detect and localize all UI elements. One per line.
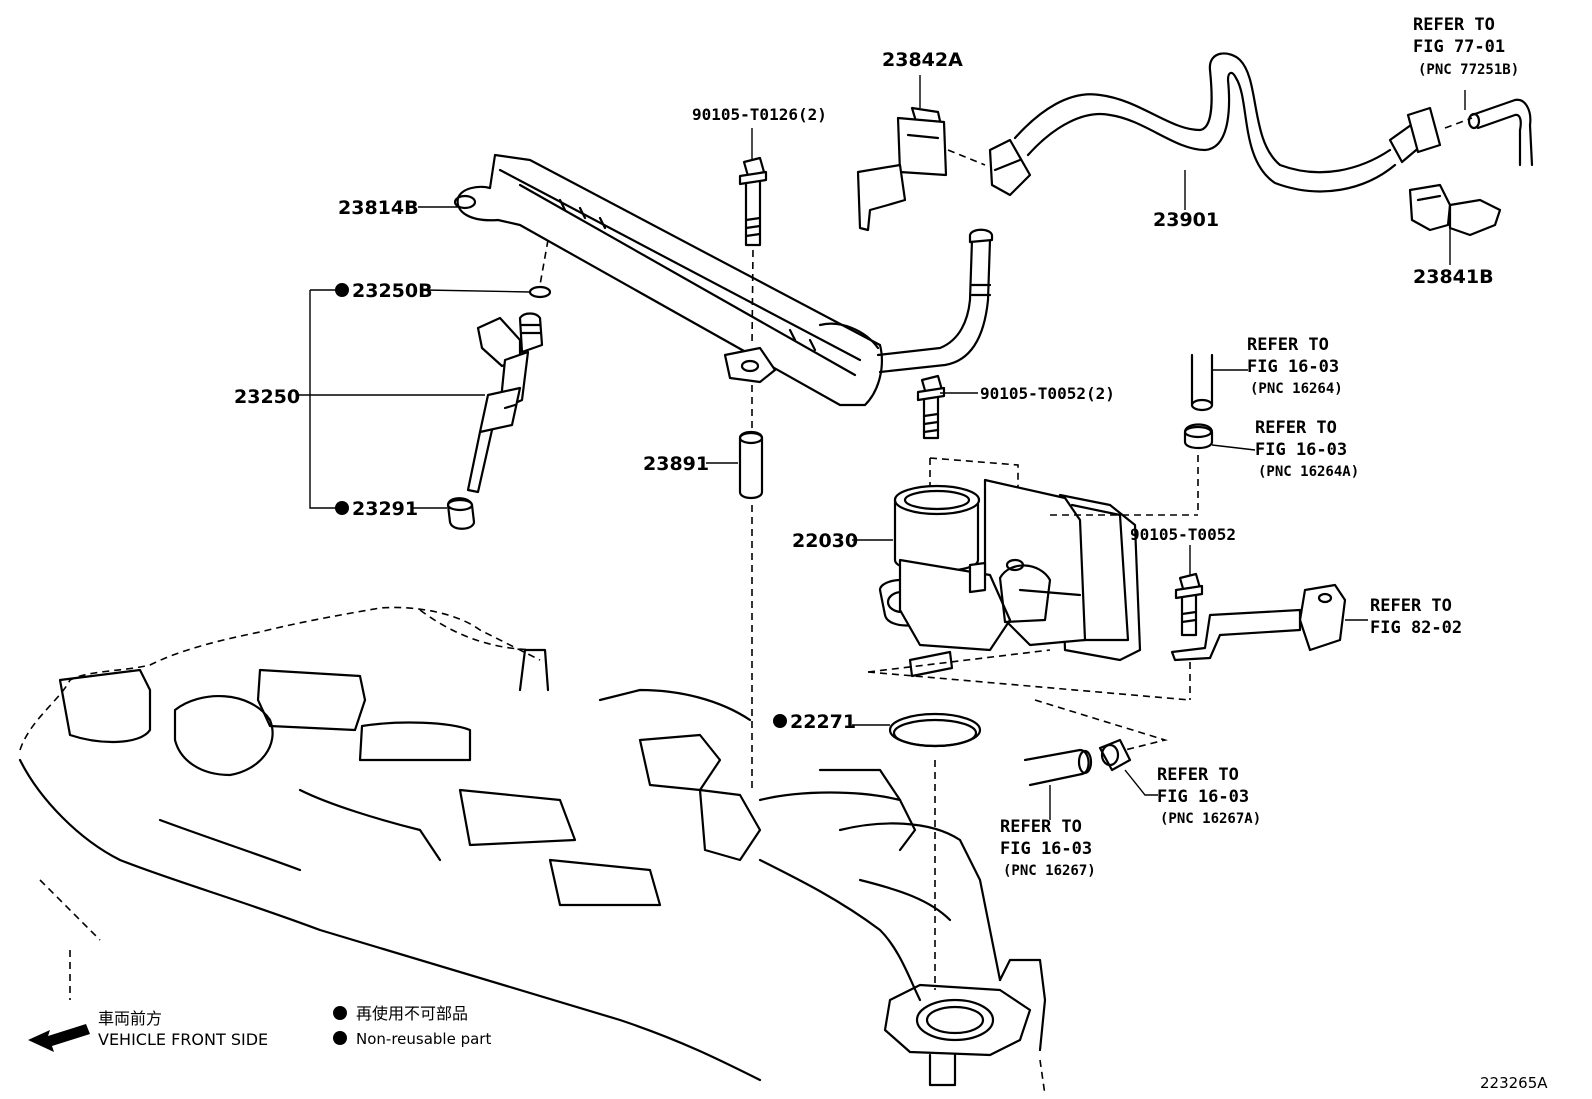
legend-direction-jp: 車両前方 xyxy=(98,1009,162,1028)
injector-seal xyxy=(446,497,476,530)
legend-direction-en: VEHICLE FRONT SIDE xyxy=(98,1030,268,1049)
fuel-hose xyxy=(988,52,1442,197)
fuel-injector xyxy=(466,312,544,494)
ref-line: FIG 16-03 xyxy=(1157,787,1249,807)
ref-line: (PNC 16264A) xyxy=(1258,464,1359,480)
pipe-77251B xyxy=(1467,98,1534,167)
hose-16267 xyxy=(1023,748,1093,787)
label-23250: 23250 xyxy=(234,386,300,408)
label-23891: 23891 xyxy=(643,453,709,475)
clip-16267A xyxy=(1098,738,1132,772)
label-23814B: 23814B xyxy=(338,197,419,219)
label-23841B: 23841B xyxy=(1413,266,1494,288)
bullet-icon xyxy=(335,501,349,515)
reference-16-03-16267A: REFER TO FIG 16-03 (PNC 16267A) xyxy=(1157,765,1261,827)
ref-line: FIG 82-02 xyxy=(1370,618,1462,638)
label-23291: 23291 xyxy=(352,498,418,520)
o-ring xyxy=(528,285,552,299)
label-90105-t0052: 90105-T0052 xyxy=(1130,525,1236,544)
ref-line: REFER TO xyxy=(1247,335,1329,355)
ref-line: (PNC 77251B) xyxy=(1418,62,1519,78)
reference-notes: REFER TO FIG 77-01 (PNC 77251B) REFER TO… xyxy=(1000,15,1519,879)
reference-16-03-16264A: REFER TO FIG 16-03 (PNC 16264A) xyxy=(1255,418,1359,480)
ref-line: REFER TO xyxy=(1000,817,1082,837)
label-23250B: 23250B xyxy=(352,280,433,302)
fuel-rail xyxy=(453,153,994,407)
reference-82-02: REFER TO FIG 82-02 xyxy=(1370,596,1462,638)
legend-nonreusable-jp: 再使用不可部品 xyxy=(356,1004,468,1023)
ref-line: (PNC 16267A) xyxy=(1160,811,1261,827)
throttle-bracket xyxy=(1170,572,1347,662)
ref-line: REFER TO xyxy=(1413,15,1495,35)
leader-lines xyxy=(298,75,1466,820)
figure-id: 223265A xyxy=(1480,1074,1548,1092)
ref-line: FIG 77-01 xyxy=(1413,37,1505,57)
connector-23842A xyxy=(856,106,948,232)
label-90105-t0052-2: 90105-T0052(2) xyxy=(980,384,1115,403)
bolt-t0052-pair xyxy=(916,374,946,440)
ref-line: FIG 16-03 xyxy=(1255,440,1347,460)
label-23901: 23901 xyxy=(1153,209,1219,231)
legend-nonreusable-en: Non-reusable part xyxy=(356,1030,491,1048)
label-22030: 22030 xyxy=(792,530,858,552)
ref-line: REFER TO xyxy=(1255,418,1337,438)
ref-line: (PNC 16267) xyxy=(1003,863,1096,879)
intake-manifold xyxy=(18,606,1047,1096)
bullet-icon xyxy=(335,283,349,297)
bullet-icon xyxy=(333,1006,347,1020)
ref-line: (PNC 16264) xyxy=(1250,381,1343,397)
ref-line: REFER TO xyxy=(1370,596,1452,616)
spacer-23891 xyxy=(738,430,764,500)
reference-16-03-16267: REFER TO FIG 16-03 (PNC 16267) xyxy=(1000,817,1096,879)
clip-16264A xyxy=(1183,423,1214,450)
part-labels: 23842A 90105-T0126(2) 23814B 23250B 2325… xyxy=(234,49,1494,733)
arrow-left-icon xyxy=(28,1024,90,1052)
hose-16264 xyxy=(1190,353,1214,412)
ref-line: FIG 16-03 xyxy=(1247,357,1339,377)
label-22271: 22271 xyxy=(790,711,856,733)
ref-line: REFER TO xyxy=(1157,765,1239,785)
reference-16-03-16264: REFER TO FIG 16-03 (PNC 16264) xyxy=(1247,335,1343,397)
legend: 車両前方 VEHICLE FRONT SIDE 再使用不可部品 Non-reus… xyxy=(28,1004,491,1052)
label-23842A: 23842A xyxy=(882,49,963,71)
label-90105-t0126: 90105-T0126(2) xyxy=(692,105,827,124)
bullet-icon xyxy=(333,1031,347,1045)
throttle-body xyxy=(878,478,1142,678)
bolt-t0126 xyxy=(738,156,768,247)
clamp-23841B xyxy=(1408,183,1502,237)
bullet-icon xyxy=(773,714,787,728)
reference-77-01: REFER TO FIG 77-01 (PNC 77251B) xyxy=(1413,15,1519,78)
ref-line: FIG 16-03 xyxy=(1000,839,1092,859)
gasket-22271 xyxy=(888,712,982,748)
